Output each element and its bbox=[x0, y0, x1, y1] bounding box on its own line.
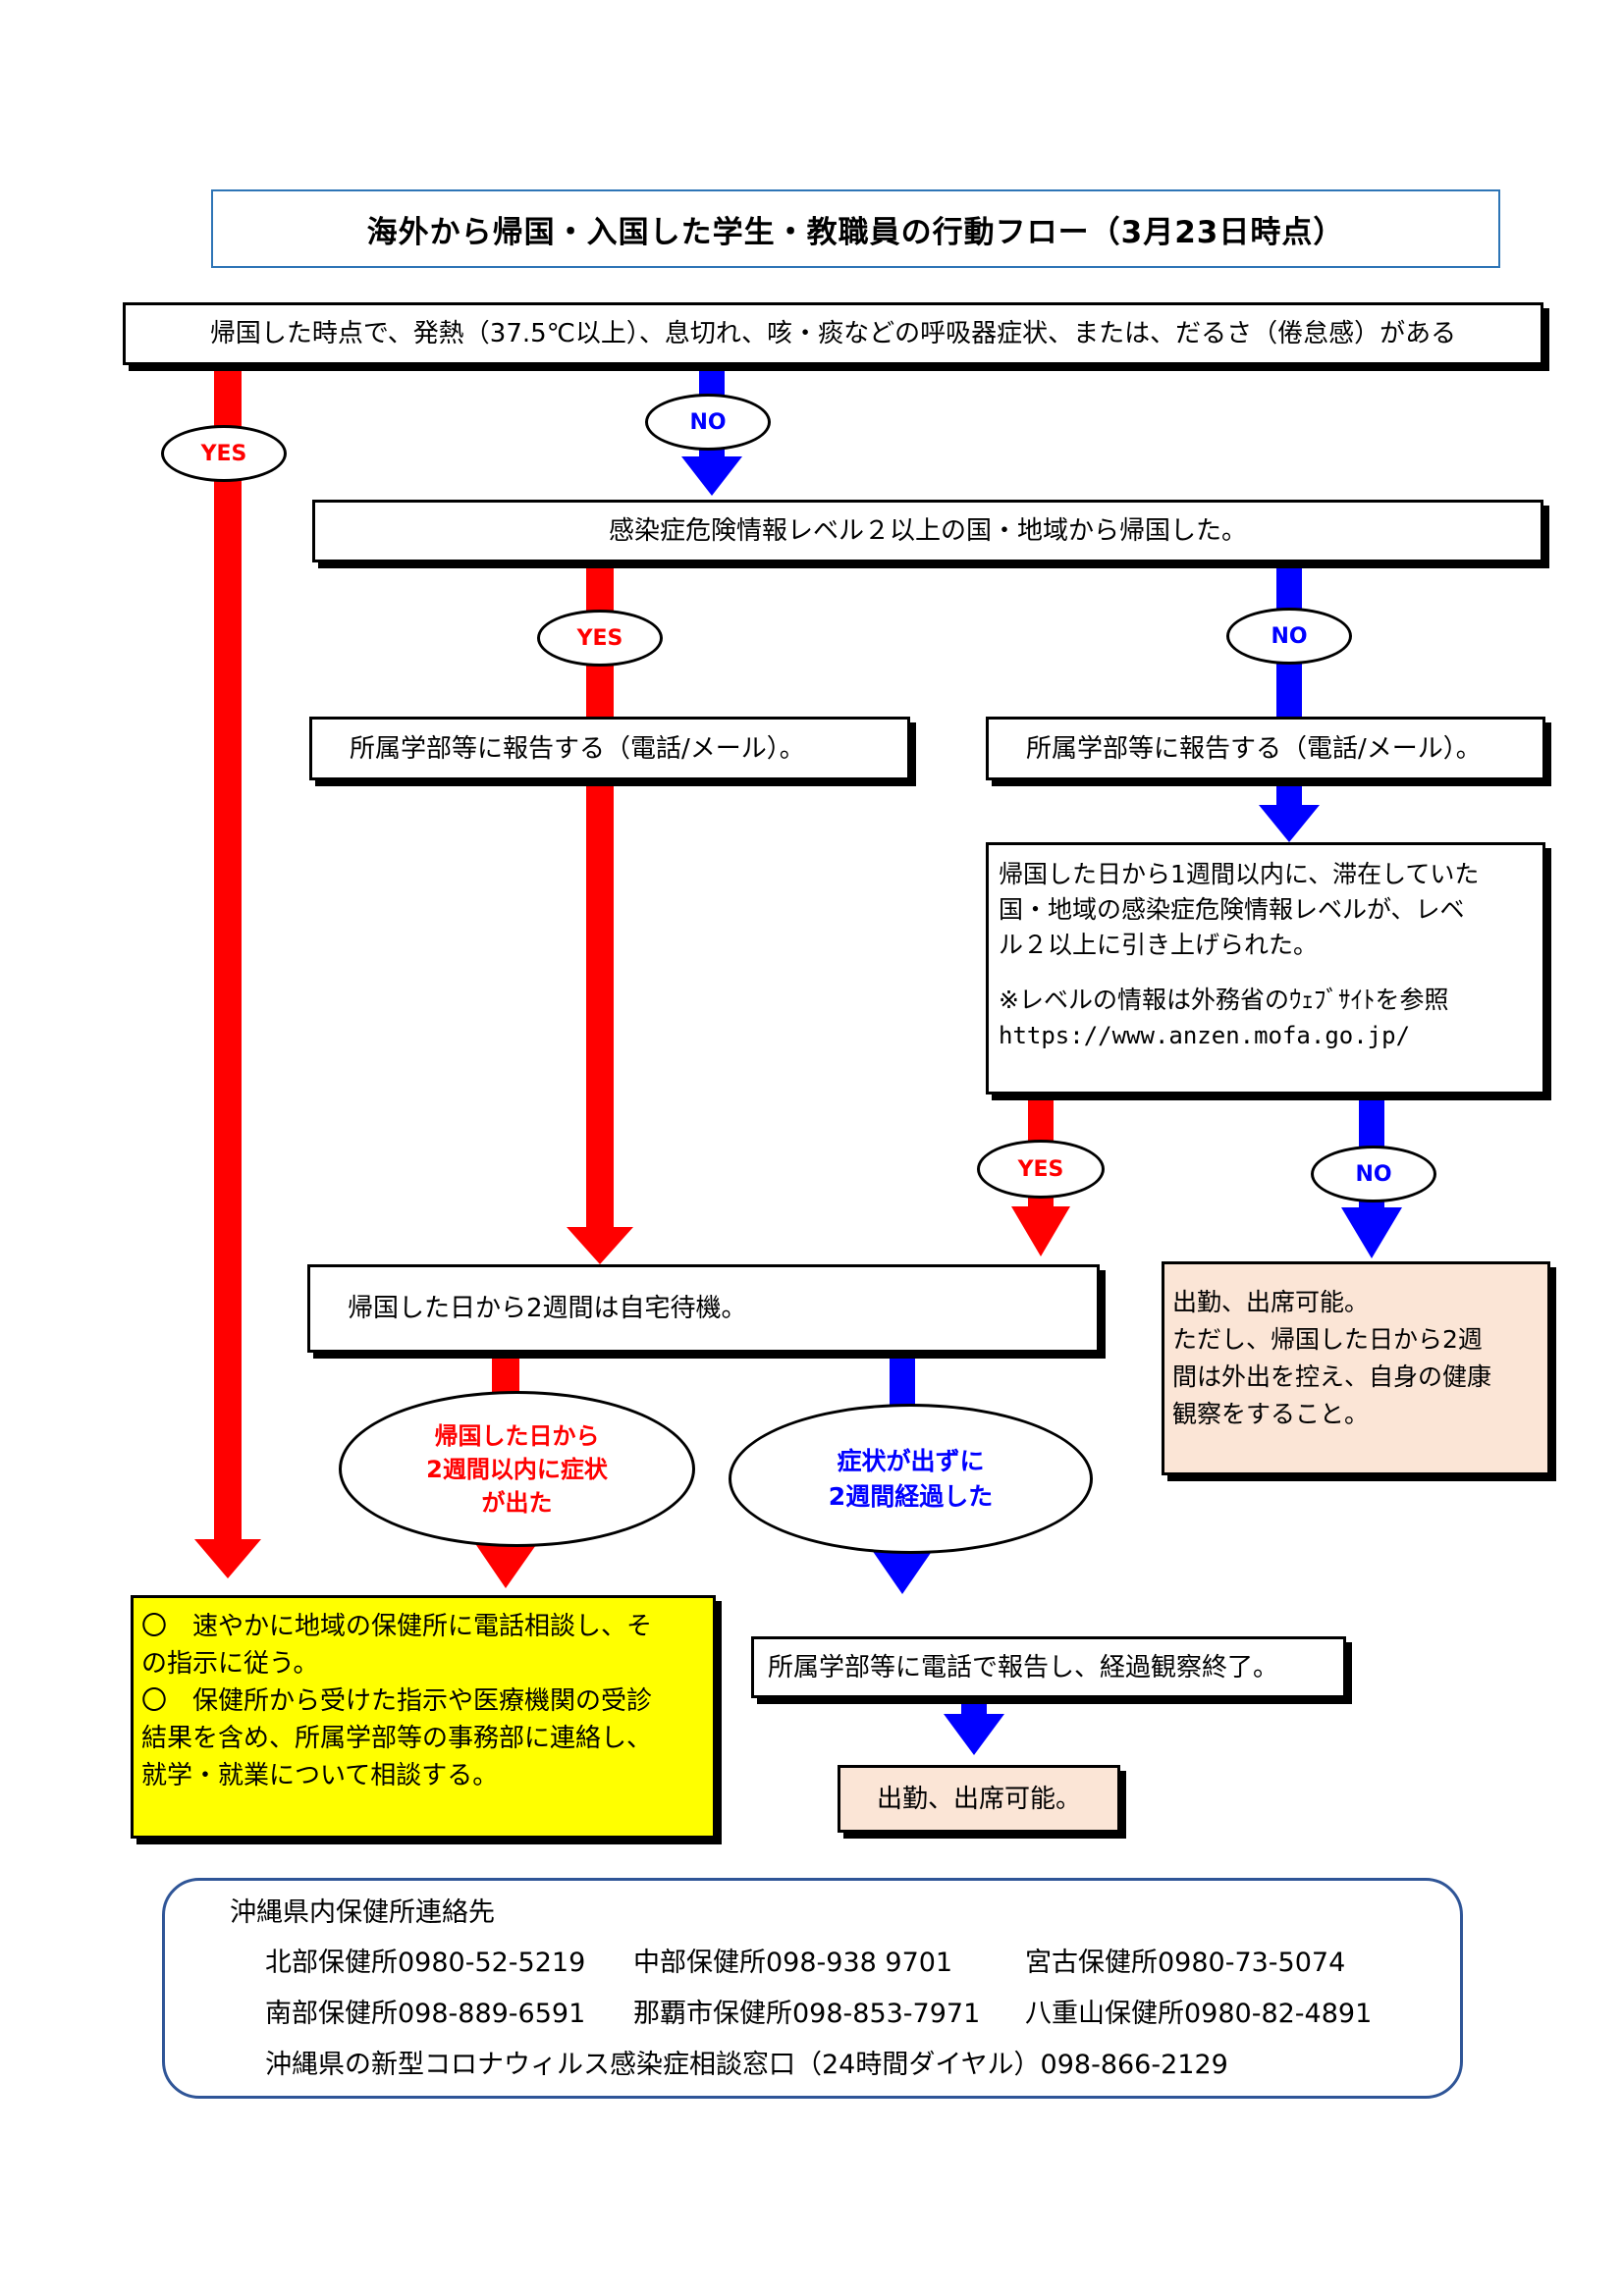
arrow-report-end-to-ok bbox=[944, 1698, 1004, 1755]
question-risk-level-text: 感染症危険情報レベル２以上の国・地域から帰国した。 bbox=[608, 516, 1247, 546]
report-box-right: 所属学部等に報告する（電話/メール）。 bbox=[986, 717, 1545, 780]
contact-miyako: 宮古保健所0980-73-5074 bbox=[1025, 1948, 1346, 1978]
no-label-q3: NO bbox=[1311, 1146, 1436, 1202]
no-label-q1: NO bbox=[645, 394, 771, 451]
q3-url: https://www.anzen.mofa.go.jp/ bbox=[999, 1022, 1411, 1049]
advice-item1-line2: の指示に従う。 bbox=[141, 1649, 319, 1679]
contact-nanbu: 南部保健所098-889-6591 bbox=[265, 1999, 586, 2029]
branch-symptom-line1: 帰国した日から bbox=[434, 1421, 600, 1450]
branch-none-line1: 症状が出ずに bbox=[837, 1446, 985, 1475]
yes-label-q3: YES bbox=[977, 1140, 1105, 1199]
report-end-text: 所属学部等に電話で報告し、経過観察終了。 bbox=[768, 1652, 1279, 1682]
yes-label-q1: YES bbox=[161, 425, 287, 482]
question-symptoms-text: 帰国した時点で、発熱（37.5℃以上）、息切れ、咳・痰などの呼吸器症状、または、… bbox=[209, 319, 1457, 348]
advice-item1-line1: 速やかに地域の保健所に電話相談し、そ bbox=[192, 1612, 653, 1641]
q3-line2: 国・地域の感染症危険情報レベルが、レベ bbox=[999, 895, 1465, 924]
ok-no-line4: 観察をすること。 bbox=[1172, 1400, 1370, 1428]
arrow-report-left-to-wait bbox=[567, 780, 633, 1264]
q3-line3: ル２以上に引き上げられた。 bbox=[999, 931, 1319, 959]
ok-with-caution-box: 出勤、出席可能。 ただし、帰国した日から2週 間は外出を控え、自身の健康 観察を… bbox=[1162, 1261, 1550, 1475]
advice-item2-line1: 保健所から受けた指示や医療機関の受診 bbox=[192, 1686, 653, 1716]
arrow-q1-yes bbox=[194, 365, 261, 1578]
contact-chubu: 中部保健所098-938 9701 bbox=[633, 1948, 953, 1978]
ok-final-text: 出勤、出席可能。 bbox=[876, 1784, 1081, 1814]
home-wait-box: 帰国した日から2週間は自宅待機。 bbox=[307, 1264, 1100, 1353]
contact-naha: 那覇市保健所098-853-7971 bbox=[633, 1999, 981, 2029]
question-symptoms: 帰国した時点で、発熱（37.5℃以上）、息切れ、咳・痰などの呼吸器症状、または、… bbox=[123, 302, 1543, 365]
arrow-report-right-to-q3 bbox=[1259, 780, 1320, 842]
contact-hotline: 沖縄県の新型コロナウィルス感染症相談窓口（24時間ダイヤル）098-866-21… bbox=[265, 2050, 1228, 2080]
report-box-left: 所属学部等に報告する（電話/メール）。 bbox=[309, 717, 910, 780]
ok-no-line3: 間は外出を控え、自身の健康 bbox=[1172, 1362, 1492, 1391]
ok-no-line2: ただし、帰国した日から2週 bbox=[1172, 1325, 1483, 1354]
branch-no-symptoms: 症状が出ずに 2週間経過した bbox=[729, 1404, 1093, 1554]
branch-symptom-line3: が出た bbox=[481, 1488, 553, 1517]
report-end-box: 所属学部等に電話で報告し、経過観察終了。 bbox=[751, 1636, 1346, 1698]
q3-line1: 帰国した日から1週間以内に、滞在していた bbox=[999, 860, 1480, 888]
contacts-heading: 沖縄県内保健所連絡先 bbox=[230, 1897, 495, 1928]
question-level-raised: 帰国した日から1週間以内に、滞在していた 国・地域の感染症危険情報レベルが、レベ… bbox=[986, 842, 1545, 1095]
question-risk-level: 感染症危険情報レベル２以上の国・地域から帰国した。 bbox=[312, 500, 1543, 562]
home-wait-text: 帰国した日から2週間は自宅待機。 bbox=[348, 1294, 747, 1323]
yes-label-q2: YES bbox=[537, 610, 663, 667]
advice-item2-line3: 就学・就業について相談する。 bbox=[141, 1761, 499, 1790]
ok-final-box: 出勤、出席可能。 bbox=[838, 1765, 1120, 1833]
advice-box: 〇 速やかに地域の保健所に電話相談し、そ の指示に従う。 〇 保健所から受けた指… bbox=[131, 1595, 716, 1839]
q3-note: ※レベルの情報は外務省のｳｪﾌﾞｻｲﾄを参照 bbox=[999, 986, 1449, 1014]
report-left-text: 所属学部等に報告する（電話/メール）。 bbox=[350, 733, 805, 764]
branch-none-line2: 2週間経過した bbox=[828, 1481, 994, 1511]
page-title: 海外から帰国・入国した学生・教職員の行動フロー（3月23日時点） bbox=[211, 189, 1500, 268]
contacts-panel bbox=[162, 1878, 1463, 2099]
no-label-q2: NO bbox=[1226, 608, 1352, 665]
branch-symptom-line2: 2週間以内に症状 bbox=[426, 1455, 608, 1483]
contact-hokubu: 北部保健所0980-52-5219 bbox=[265, 1948, 586, 1978]
advice-bullet-1: 〇 bbox=[141, 1612, 168, 1641]
branch-symptoms-appeared: 帰国した日から 2週間以内に症状 が出た bbox=[339, 1391, 695, 1547]
contact-yaeyama: 八重山保健所0980-82-4891 bbox=[1025, 1999, 1373, 2029]
ok-no-line1: 出勤、出席可能。 bbox=[1172, 1288, 1370, 1316]
advice-bullet-2: 〇 bbox=[141, 1686, 168, 1716]
report-right-text: 所属学部等に報告する（電話/メール）。 bbox=[1026, 733, 1482, 764]
advice-item2-line2: 結果を含め、所属学部等の事務部に連絡し、 bbox=[141, 1724, 653, 1753]
